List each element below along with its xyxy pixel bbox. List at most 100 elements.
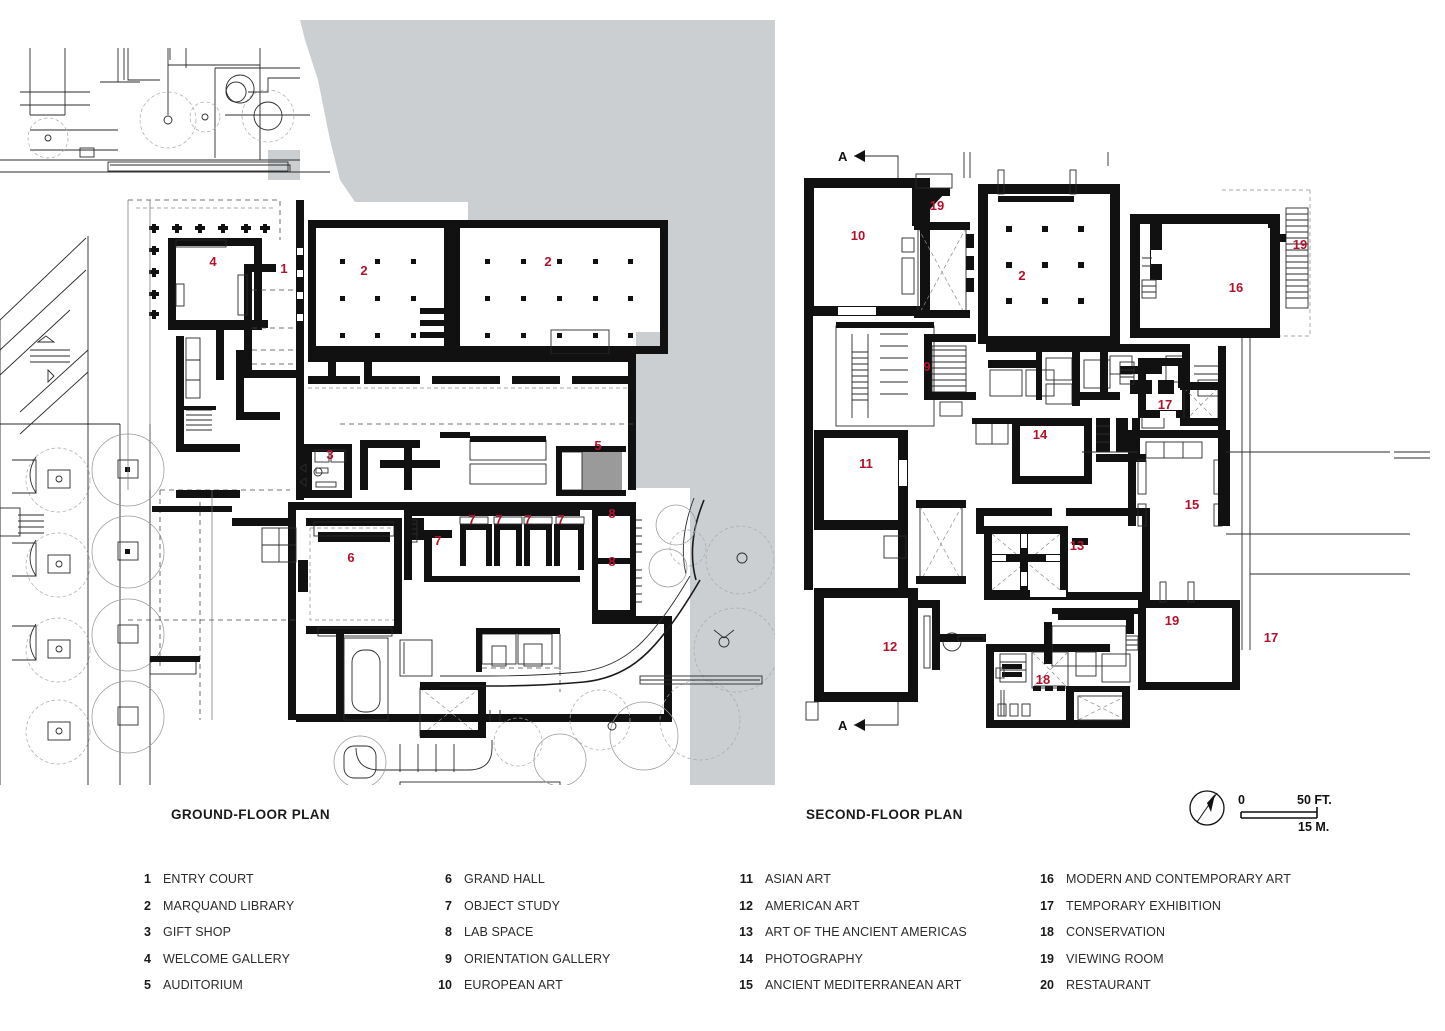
site-landscape-left bbox=[0, 236, 165, 785]
legend-label: MARQUAND LIBRARY bbox=[163, 898, 295, 913]
legend-number: 1 bbox=[144, 872, 151, 886]
legend-number: 13 bbox=[739, 925, 753, 940]
list-item: 14 PHOTOGRAPHY bbox=[733, 952, 967, 979]
room-number-3: 3 bbox=[326, 447, 333, 462]
legend-label: ORIENTATION GALLERY bbox=[464, 951, 611, 966]
room-number-12: 12 bbox=[883, 639, 897, 654]
list-item: 11 ASIAN ART bbox=[733, 872, 967, 899]
legend-label: GRAND HALL bbox=[464, 872, 545, 886]
ground-floor-plan-title: GROUND-FLOOR PLAN bbox=[171, 807, 331, 822]
column-grid-entry bbox=[149, 224, 270, 319]
list-item: 19 VIEWING ROOM bbox=[1034, 952, 1291, 979]
legend-number: 16 bbox=[1040, 872, 1054, 886]
list-item: 2 MARQUAND LIBRARY bbox=[131, 899, 294, 926]
room-number-13: 13 bbox=[1070, 538, 1084, 553]
section-marker-a-top: A bbox=[838, 149, 899, 180]
legend-label: EUROPEAN ART bbox=[464, 978, 563, 993]
legend-label: ART OF THE ANCIENT AMERICAS bbox=[765, 925, 967, 940]
legend-number: 7 bbox=[445, 898, 452, 913]
legend-label: CONSERVATION bbox=[1066, 925, 1166, 940]
room-number-2: 2 bbox=[360, 263, 367, 278]
context-fill-area bbox=[300, 20, 775, 785]
conservation-zone bbox=[986, 644, 1131, 728]
list-item: 8 LAB SPACE bbox=[432, 925, 610, 952]
legend-number: 19 bbox=[1040, 951, 1054, 966]
room-number-7: 7 bbox=[524, 512, 531, 527]
viewing-room-stair-right bbox=[1268, 207, 1309, 309]
north-arrow-icon bbox=[1189, 790, 1225, 826]
legend-label: VIEWING ROOM bbox=[1066, 951, 1164, 966]
legend-label: GIFT SHOP bbox=[163, 925, 232, 940]
room-number-5: 5 bbox=[594, 438, 601, 453]
skylight-courtyard bbox=[984, 526, 1068, 598]
legend-number: 11 bbox=[739, 872, 753, 886]
room-number-7: 7 bbox=[468, 512, 475, 527]
room-number-6: 6 bbox=[347, 550, 354, 565]
scale-feet-label: 50 FT. bbox=[1297, 793, 1332, 807]
list-item: 15 ANCIENT MEDITERRANEAN ART bbox=[733, 978, 967, 1005]
room-number-19: 19 bbox=[1293, 237, 1307, 252]
room-number-16: 16 bbox=[1229, 280, 1243, 295]
legend-label: PHOTOGRAPHY bbox=[765, 951, 864, 966]
legend-column-3: 11 ASIAN ART 12 AMERICAN ART 13 ART OF THE … bbox=[733, 872, 967, 1005]
svg-text:A: A bbox=[838, 149, 848, 164]
legend-label: ENTRY COURT bbox=[163, 872, 254, 886]
legend-number: 12 bbox=[739, 898, 753, 913]
site-landscape-right bbox=[440, 497, 775, 785]
legend-label: AUDITORIUM bbox=[163, 978, 243, 993]
room-number-14: 14 bbox=[1033, 427, 1048, 442]
scale-and-north-graphic: 0 50 FT. 15 M. bbox=[1189, 790, 1332, 834]
svg-text:A: A bbox=[838, 718, 848, 733]
room-number-11: 11 bbox=[859, 456, 873, 471]
legend-number: 2 bbox=[144, 898, 151, 913]
room-number-19: 19 bbox=[930, 198, 944, 213]
room-number-2: 2 bbox=[544, 254, 551, 269]
ground-floor-building bbox=[127, 199, 672, 785]
room-number-7: 7 bbox=[434, 533, 441, 548]
scale-meters-label: 15 M. bbox=[1298, 820, 1329, 834]
room-number-18: 18 bbox=[1036, 672, 1050, 687]
legend-number: 6 bbox=[445, 872, 452, 886]
legend-label: WELCOME GALLERY bbox=[163, 951, 291, 966]
room-number-10: 10 bbox=[851, 228, 865, 243]
legend-label: LAB SPACE bbox=[464, 925, 534, 940]
list-item: 3 GIFT SHOP bbox=[131, 925, 294, 952]
legend-label: AMERICAN ART bbox=[765, 898, 860, 913]
legend-number: 9 bbox=[445, 951, 452, 966]
list-item: 13 ART OF THE ANCIENT AMERICAS bbox=[733, 925, 967, 952]
list-item: 16 MODERN AND CONTEMPORARY ART bbox=[1034, 872, 1291, 899]
legend-number: 8 bbox=[445, 925, 452, 940]
elevator-core-upper bbox=[901, 173, 974, 318]
legend-label: ASIAN ART bbox=[765, 872, 831, 886]
legend-number: 17 bbox=[1040, 898, 1054, 913]
room-number-9: 9 bbox=[923, 359, 930, 374]
room-number-15: 15 bbox=[1185, 497, 1199, 512]
room-number-7: 7 bbox=[495, 512, 502, 527]
room-number-4: 4 bbox=[209, 254, 217, 269]
legend-number: 18 bbox=[1040, 925, 1054, 940]
serrated-wall-left bbox=[804, 316, 813, 590]
second-floor-plan-title: SECOND-FLOOR PLAN bbox=[806, 807, 963, 822]
room-number-2: 2 bbox=[1018, 268, 1025, 283]
legend-label: MODERN AND CONTEMPORARY ART bbox=[1066, 872, 1291, 886]
legend-number: 14 bbox=[739, 951, 753, 966]
legend-label: TEMPORARY EXHIBITION bbox=[1066, 898, 1222, 913]
list-item: 18 CONSERVATION bbox=[1034, 925, 1291, 952]
section-marker-a-bottom: A bbox=[838, 702, 899, 733]
second-floor-plan-drawing: A A bbox=[804, 149, 1430, 733]
legend-number: 3 bbox=[144, 925, 151, 940]
room-legend: 1 ENTRY COURT 2 MARQUAND LIBRARY 3 GIFT SHO… bbox=[0, 872, 1445, 1022]
legend-label: RESTAURANT bbox=[1066, 978, 1151, 993]
room-number-7: 7 bbox=[557, 512, 564, 527]
legend-number: 15 bbox=[739, 978, 753, 993]
room-number-19: 19 bbox=[1165, 613, 1179, 628]
list-item: 9 ORIENTATION GALLERY bbox=[432, 952, 610, 979]
legend-label: ANCIENT MEDITERRANEAN ART bbox=[765, 978, 962, 993]
room-number-8: 8 bbox=[608, 506, 615, 521]
